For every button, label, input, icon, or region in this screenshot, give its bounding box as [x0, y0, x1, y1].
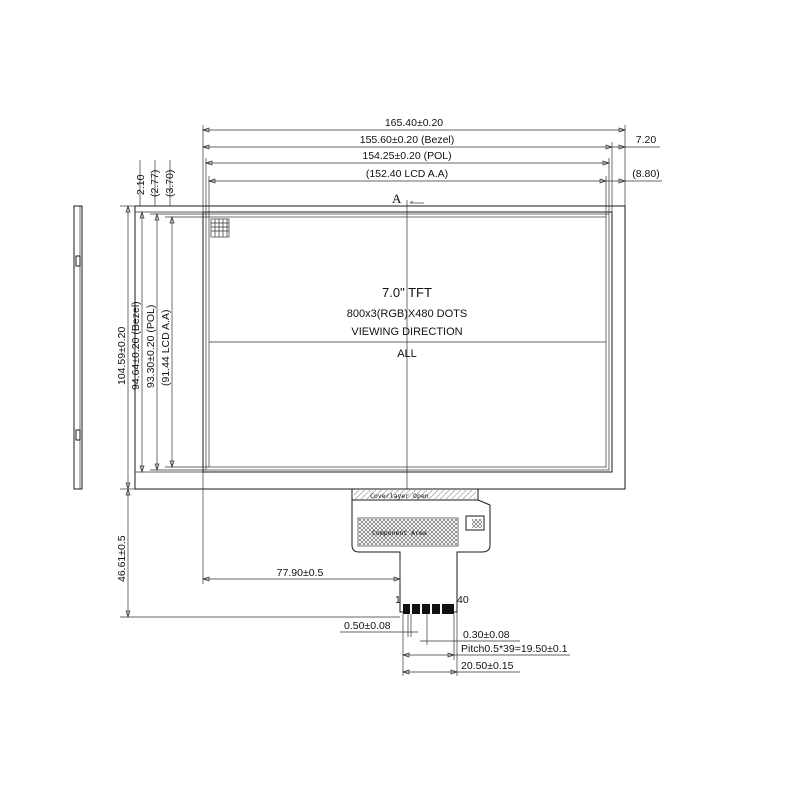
aa-height-dim: (91.44 LCD A.A)	[160, 310, 172, 386]
component-area-label: Component Area	[372, 529, 427, 537]
section-marker: A	[392, 191, 424, 206]
pol-height-dim: 93.30±0.20 (POL)	[145, 305, 157, 388]
outline-width-dim: 165.40±0.20	[385, 117, 443, 129]
bezel-height-dim: 94.64±0.20 (Bezel)	[130, 301, 142, 390]
pad-width-dim: 0.50±0.08	[344, 620, 391, 632]
pin-first-label: 1	[395, 594, 401, 606]
coverlayer-label: Coverlayer Open	[370, 492, 429, 500]
pin-last-label: 40	[457, 594, 469, 606]
fpc-width-dim: 20.50±0.15	[461, 660, 514, 672]
section-marker-label: A	[392, 191, 402, 206]
right-offset-dim-2: (8.80)	[632, 168, 659, 180]
pixel-corner-icon	[210, 218, 230, 238]
product-title: 7.0" TFT	[382, 285, 432, 300]
gap-width-dim: 0.30±0.08	[463, 629, 510, 641]
bezel-width-dim: 155.60±0.20 (Bezel)	[360, 134, 455, 146]
right-offset-dim-1: 7.20	[636, 134, 657, 146]
side-view-profile	[73, 205, 83, 490]
left-offset-dim-2: (2.77)	[149, 170, 161, 197]
top-dimensions: 165.40±0.20 155.60±0.20 (Bezel) 154.25±0…	[201, 117, 662, 217]
left-offset-dim-1: 2.10	[135, 174, 147, 195]
fpc-dimensions: 77.90±0.5 0.50±0.08 0.30±0.08 Pitch0.5*3…	[201, 472, 570, 676]
product-labels: 7.0" TFT 800x3(RGB)X480 DOTS VIEWING DIR…	[347, 285, 467, 360]
pitch-dim: Pitch0.5*39=19.50±0.1	[461, 643, 568, 655]
fpc-offset-dim: 77.90±0.5	[277, 567, 324, 579]
total-height-dim: 46.61±0.5	[116, 535, 128, 582]
viewing-direction-value: ALL	[397, 348, 417, 360]
left-dimensions: 2.10 (2.77) (3.70) 104.59±0.20 94.64±0.2…	[116, 160, 400, 619]
aa-width-dim: (152.40 LCD A.A)	[366, 168, 448, 180]
outline-height-dim: 104.59±0.20	[116, 327, 128, 385]
pol-width-dim: 154.25±0.20 (POL)	[362, 150, 451, 162]
fpc-tail: Coverlayer Open Component Area 1 40	[351, 489, 491, 614]
module-outline	[134, 200, 626, 490]
viewing-direction-label: VIEWING DIRECTION	[351, 326, 462, 338]
left-offset-dim-3: (3.70)	[164, 170, 176, 197]
product-resolution: 800x3(RGB)X480 DOTS	[347, 308, 467, 320]
